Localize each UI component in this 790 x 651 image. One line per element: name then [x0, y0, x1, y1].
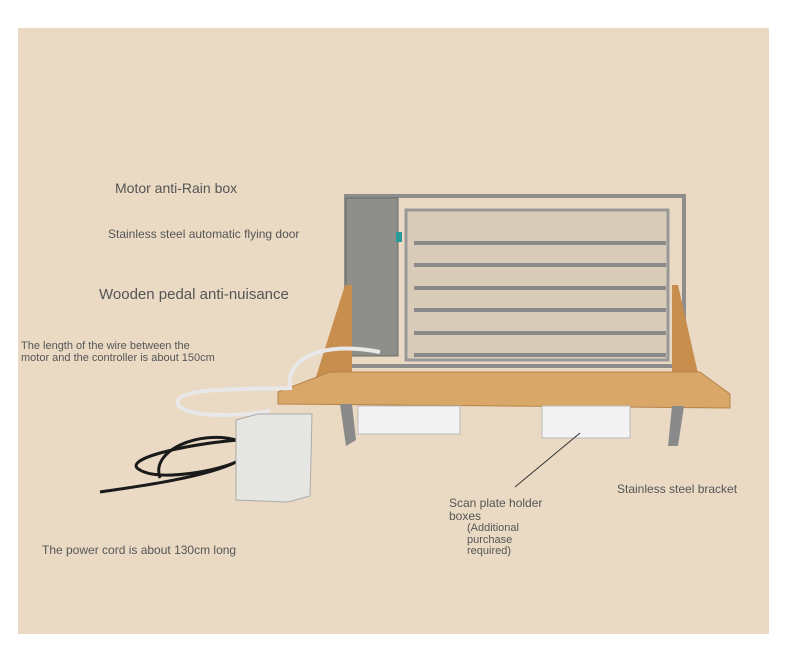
holder-note-line2: purchase — [467, 533, 513, 546]
holder-box-right — [541, 405, 631, 439]
motor-wire — [175, 346, 381, 417]
holder-note-line1: (Additional — [467, 522, 519, 535]
label-holder-boxes: Scan plate holder boxes (Additional purc… — [449, 496, 543, 558]
label-power-cord: The power cord is about 130cm long — [42, 543, 237, 557]
label-motor-box: Motor anti-Rain box — [115, 180, 238, 196]
bracket-right — [668, 406, 684, 446]
holder-box-left — [357, 405, 461, 435]
controller-box — [235, 413, 313, 503]
holder-line2: boxes — [449, 509, 482, 524]
wooden-pedal — [277, 371, 731, 409]
wire-length-line2: motor and the controller is about 150cm — [21, 352, 215, 365]
bracket-left — [340, 404, 356, 446]
label-wire-length: The length of the wire between the motor… — [21, 340, 215, 364]
label-bracket: Stainless steel bracket — [617, 482, 738, 496]
holder-line1: Scan plate holder — [449, 496, 543, 510]
motor-box — [345, 197, 399, 357]
flying-door — [344, 194, 686, 368]
holder-note-line3: required) — [467, 545, 512, 558]
side-panel-left — [315, 285, 352, 380]
holder-note: (Additional purchase required) — [467, 523, 542, 558]
label-flying-door: Stainless steel automatic flying door — [108, 227, 300, 241]
label-wooden-pedal: Wooden pedal anti-nuisance — [99, 286, 289, 303]
holder-pointer-line — [514, 432, 581, 488]
power-cord — [99, 435, 239, 494]
side-panel-right — [672, 285, 700, 382]
wire-length-line1: The length of the wire between the — [21, 340, 190, 352]
motor-indicator — [396, 232, 402, 242]
